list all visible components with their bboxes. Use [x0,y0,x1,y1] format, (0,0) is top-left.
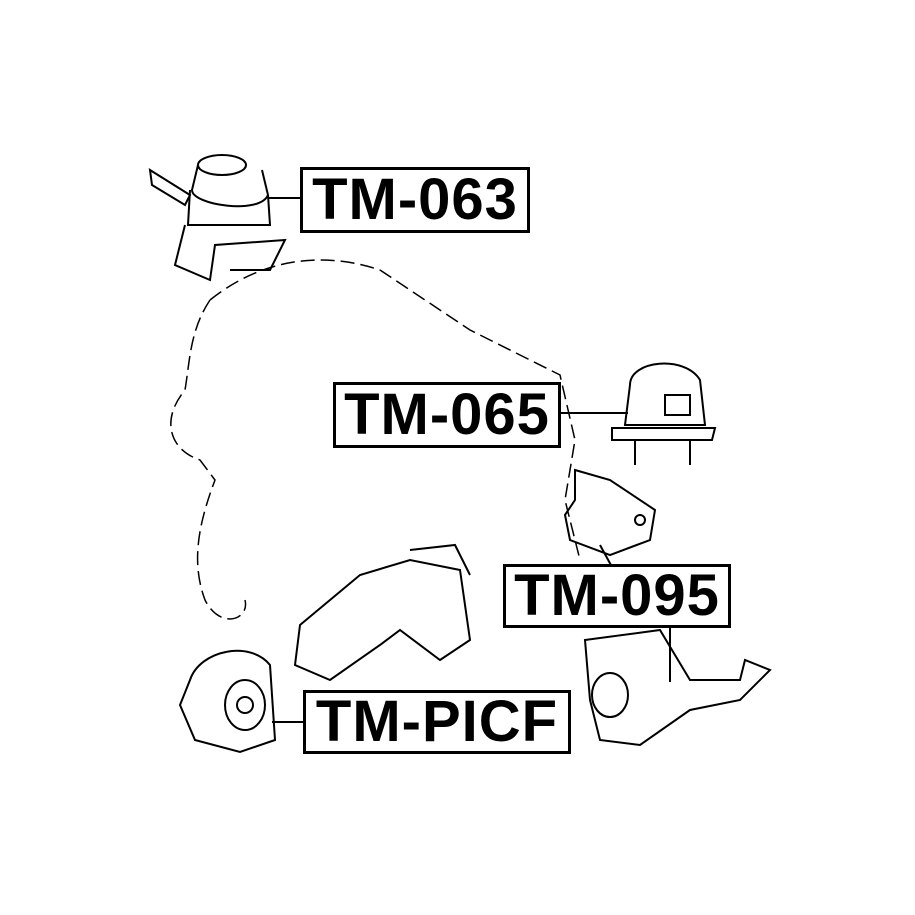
leader-lines [268,197,671,723]
part-label-tm065: TM-065 [333,382,561,448]
mount-tm063-drawing [148,154,287,282]
part-label-tm095: TM-095 [503,564,731,628]
mount-tm065-drawing [611,362,717,465]
part-label-tm063: TM-063 [300,167,530,233]
bracket-tm095-drawing [563,468,772,747]
engine-outline [170,259,581,620]
part-label-tmpicf: TM-PICF [303,690,571,754]
bracket-picf-drawing [178,543,472,754]
